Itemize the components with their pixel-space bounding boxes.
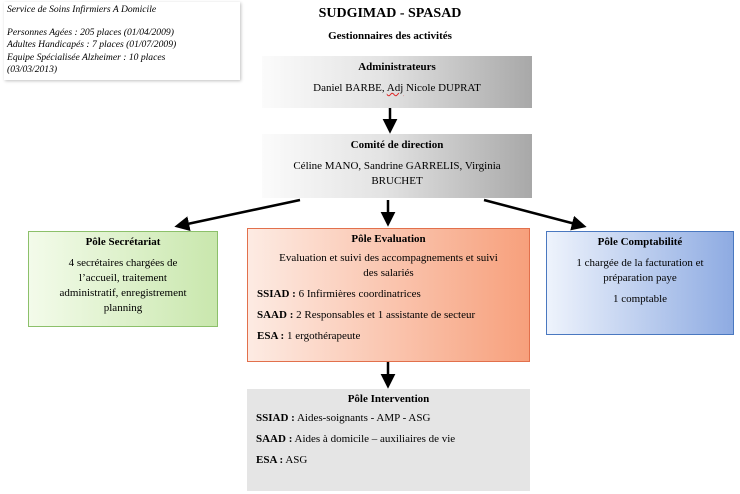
- secretariat-line3: administratif, enregistrement: [59, 287, 187, 299]
- admin-name-1: Daniel BARBE,: [313, 82, 387, 94]
- comite-direction-box: Comité de direction Céline MANO, Sandrin…: [262, 134, 532, 198]
- secretariat-line2: l’accueil, traitement: [79, 272, 167, 284]
- secretariat-line1: 4 secrétaires chargées de: [68, 257, 178, 269]
- info-adultes-handicapes: Adultes Handicapés : 7 places (01/07/200…: [7, 39, 177, 51]
- evaluation-desc-line2: des salariés: [363, 267, 414, 279]
- evaluation-esa-label: ESA :: [257, 330, 285, 342]
- comite-members-line2: BRUCHET: [371, 175, 423, 187]
- evaluation-saad: SAAD : 2 Responsables et 1 assistante de…: [257, 308, 529, 323]
- admin-name-2: Nicole DUPRAT: [403, 82, 481, 94]
- intervention-saad: SAAD : Aides à domicile – auxiliaires de…: [256, 432, 530, 447]
- pole-intervention-box: Pôle Intervention SSIAD : Aides-soignant…: [247, 389, 530, 491]
- evaluation-ssiad-label: SSIAD :: [257, 288, 296, 300]
- arrow-comite-to-comptabilite: [483, 198, 587, 231]
- intervention-esa-label: ESA :: [256, 454, 284, 466]
- secretariat-line4: planning: [103, 302, 143, 314]
- info-personnes-agees: Personnes Agées : 205 places (01/04/2009…: [7, 26, 174, 38]
- intervention-saad-text: Aides à domicile – auxiliaires de vie: [292, 433, 456, 445]
- evaluation-esa: ESA : 1 ergothérapeute: [257, 329, 529, 344]
- secretariat-heading: Pôle Secrétariat: [85, 236, 161, 248]
- evaluation-saad-text: 2 Responsables et 1 assistante de secteu…: [293, 309, 476, 321]
- pole-secretariat-box: Pôle Secrétariat 4 secrétaires chargées …: [28, 231, 218, 327]
- page-title: SUDGIMAD - SPASAD: [318, 6, 462, 21]
- intervention-saad-label: SAAD :: [256, 433, 293, 445]
- page-subtitle: Gestionnaires des activités: [328, 30, 452, 42]
- admin-adj: Adj: [386, 82, 404, 94]
- arrow-comite-to-secretariat: [174, 198, 301, 231]
- comite-heading: Comité de direction: [350, 139, 444, 151]
- intervention-ssiad-text: Aides-soignants - AMP - ASG: [294, 412, 431, 424]
- intervention-ssiad-label: SSIAD :: [256, 412, 295, 424]
- comptabilite-heading: Pôle Comptabilité: [597, 236, 683, 248]
- info-esa-date: (03/03/2013): [7, 64, 58, 76]
- info-esa: Equipe Spécialisée Alzheimer : 10 places: [7, 51, 166, 63]
- evaluation-desc-line1: Evaluation et suivi des accompagnements …: [279, 252, 498, 264]
- evaluation-ssiad: SSIAD : 6 Infirmières coordinatrices: [257, 287, 529, 302]
- pole-evaluation-box: Pôle Evaluation Evaluation et suivi des …: [247, 228, 530, 362]
- intervention-ssiad: SSIAD : Aides-soignants - AMP - ASG: [256, 411, 530, 426]
- evaluation-ssiad-text: 6 Infirmières coordinatrices: [295, 288, 421, 300]
- comptabilite-line3: 1 comptable: [612, 293, 668, 305]
- intervention-heading: Pôle Intervention: [347, 393, 430, 405]
- evaluation-esa-text: 1 ergothérapeute: [284, 330, 361, 342]
- intervention-esa: ESA : ASG: [256, 453, 530, 468]
- evaluation-saad-label: SAAD :: [257, 309, 294, 321]
- pole-comptabilite-box: Pôle Comptabilité 1 chargée de la factur…: [546, 231, 734, 335]
- administrateurs-box: Administrateurs Daniel BARBE, Adj Nicole…: [262, 56, 532, 108]
- administrateurs-names: Daniel BARBE, Adj Nicole DUPRAT: [262, 81, 532, 96]
- comite-members-line1: Céline MANO, Sandrine GARRELIS, Virginia: [293, 160, 501, 172]
- service-info-box: Service de Soins Infirmiers A Domicile P…: [4, 2, 240, 80]
- comptabilite-line1: 1 chargée de la facturation et: [576, 257, 704, 269]
- administrateurs-heading: Administrateurs: [358, 61, 436, 73]
- comptabilite-line2: préparation paye: [603, 272, 677, 284]
- evaluation-heading: Pôle Evaluation: [351, 233, 426, 245]
- intervention-esa-text: ASG: [283, 454, 308, 466]
- service-name: Service de Soins Infirmiers A Domicile: [7, 4, 157, 15]
